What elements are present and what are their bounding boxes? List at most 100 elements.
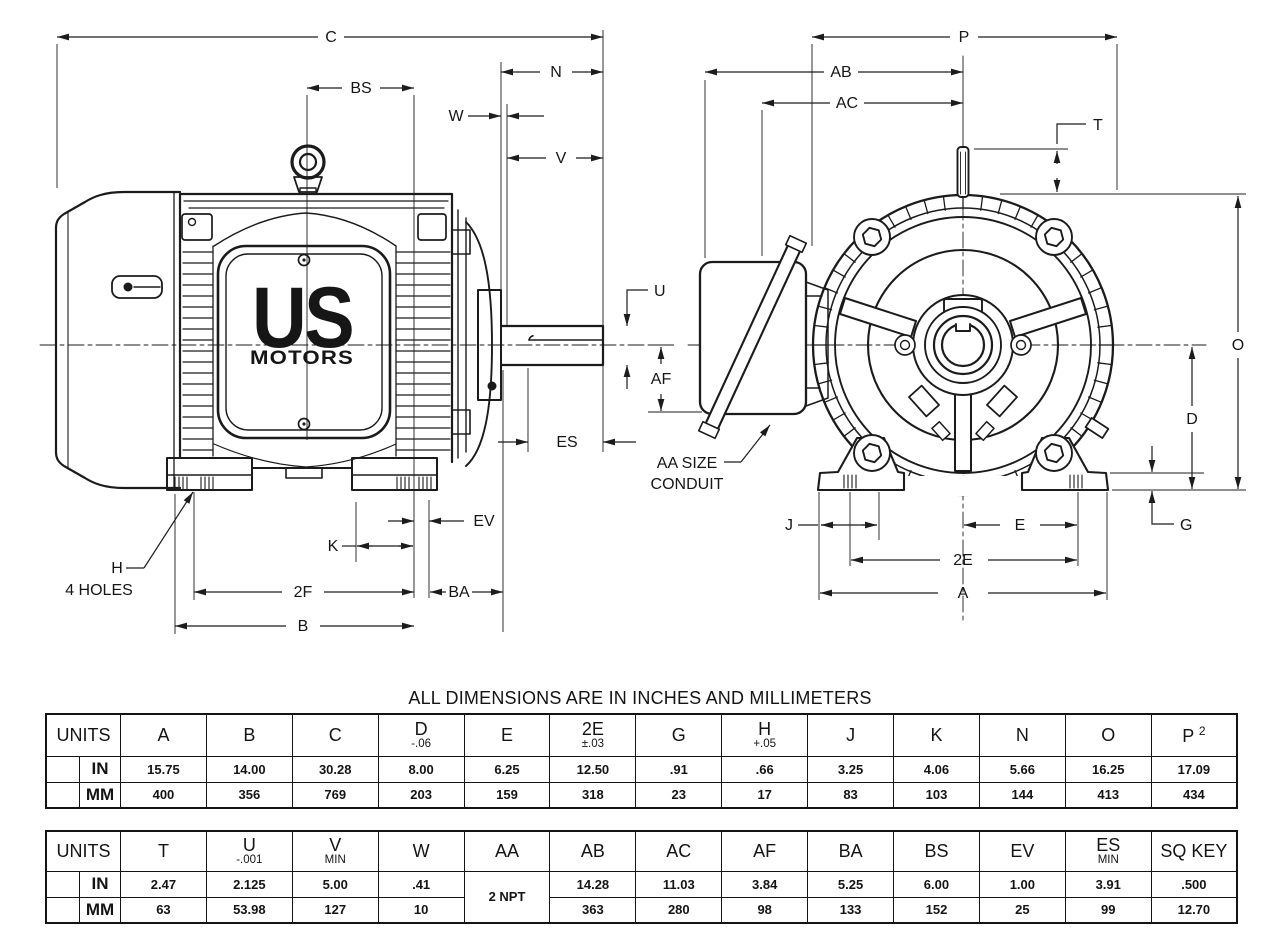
table-cell: 10 [377,896,465,924]
table-cell: 280 [635,896,723,924]
column-label: W [412,840,430,861]
column-label: EV [1010,840,1035,861]
row-unit-label: IN [79,870,121,898]
table-cell: 5.66 [978,755,1066,783]
table-cell: 434 [1150,781,1238,809]
table-cell: 25 [978,896,1066,924]
column-header: BS [893,830,980,872]
column-label: ES [1096,834,1121,855]
table-cell: 127 [291,896,379,924]
dim-label-ab: AB [830,64,851,81]
table-cell: 17.09 [1150,755,1238,783]
table-cell: 12.50 [549,755,637,783]
column-header: J [807,713,895,757]
table-cell: 15.75 [120,755,207,783]
dim-label-b: B [298,618,309,635]
end-view-drawing [687,55,1207,623]
table-cell: 363 [549,896,637,924]
row-unit-label: IN [79,755,121,783]
table-cell: 16.25 [1064,755,1152,783]
column-label: BA [838,840,863,861]
dim-label-af: AF [651,371,672,388]
column-header: AA [463,830,551,872]
units-header: UNITS [45,830,121,872]
table-cell: 1.00 [978,870,1066,898]
dim-label-n: N [550,64,562,81]
table-cell: 3.84 [721,870,809,898]
table-cell: 17 [721,781,809,809]
table-cell: .91 [635,755,723,783]
column-header: C [291,713,379,757]
column-label: BS [924,840,949,861]
table-cell: 5.25 [807,870,895,898]
table-cell: 83 [807,781,895,809]
column-label: J [846,724,856,745]
us-motors-logo-sub: MOTORS [250,348,354,369]
table-cell: 14.28 [549,870,637,898]
column-label: G [671,724,686,745]
dim-label-es: ES [556,434,577,451]
dim-label-e: E [1015,517,1026,534]
column-header: AF [721,830,809,872]
column-label: AF [753,840,777,861]
column-header: EV [978,830,1066,872]
column-tolerance: +.05 [753,738,777,751]
table-cell: 3.25 [807,755,895,783]
dim-label-w: W [448,108,464,125]
table-cell: 14.00 [205,755,293,783]
column-header: BA [807,830,895,872]
conduit-label-line2: CONDUIT [651,476,724,493]
table-cell: 5.00 [291,870,379,898]
column-header: O [1064,713,1152,757]
column-header: N [978,713,1066,757]
table-cell: 12.70 [1150,896,1238,924]
table-cell: 769 [291,781,379,809]
column-header: T [120,830,207,872]
column-label: T [157,840,169,861]
table-cell: 144 [978,781,1066,809]
column-label: D [414,718,428,739]
table-cell: 152 [893,896,980,924]
dim-label-2f: 2F [294,584,313,601]
column-tolerance: MIN [324,854,346,867]
units-header: UNITS [45,713,121,757]
row-spacer-cell [45,781,80,809]
table-cell: 2 NPT [463,870,551,924]
technical-drawing: US MOTORS [39,29,1246,635]
column-header: P 2 [1150,713,1238,757]
column-header: A [120,713,207,757]
column-tolerance: ±.03 [581,738,605,751]
dim-label-ev: EV [473,513,495,530]
column-label: 2E [581,718,604,739]
column-label: C [328,724,342,745]
table-cell: 8.00 [377,755,465,783]
column-header: H+.05 [721,713,809,757]
row-unit-label: MM [79,781,121,809]
table-cell: .500 [1150,870,1238,898]
dim-label-o: O [1232,337,1244,354]
table-cell: 133 [807,896,895,924]
column-label: AB [580,840,605,861]
column-header: AB [549,830,637,872]
side-view-drawing [39,144,651,491]
table-cell: 356 [205,781,293,809]
row-spacer-cell [45,755,80,783]
column-header: B [205,713,293,757]
dim-label-v: V [556,150,567,167]
column-label: P 2 [1182,723,1206,746]
dim-label-ba: BA [448,584,470,601]
column-label: N [1015,724,1029,745]
table-cell: 98 [721,896,809,924]
table-cell: 23 [635,781,723,809]
column-header: G [635,713,723,757]
column-header: SQ KEY [1150,830,1238,872]
